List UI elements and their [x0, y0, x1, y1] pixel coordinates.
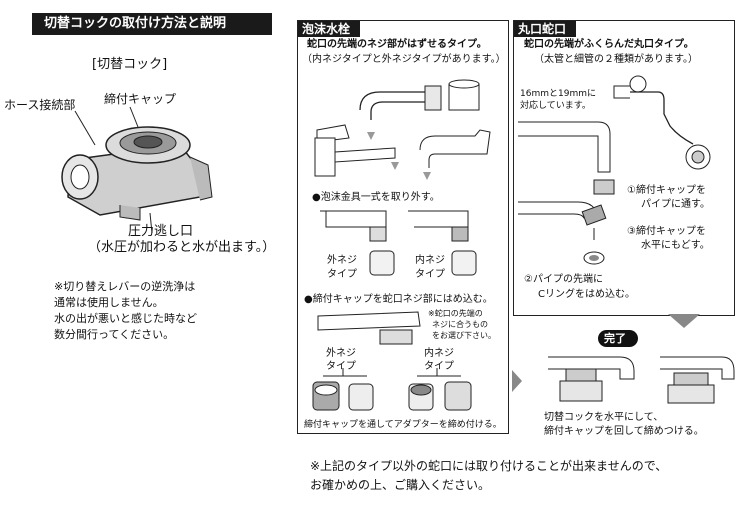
round-step3-a: ③締付キャップを [627, 226, 706, 237]
round-spout-panel: 丸口蛇口 [513, 20, 735, 316]
outer-thread-label-4: タイプ [326, 361, 356, 372]
foam-heading: 蛇口の先端のネジ部がはずせるタイプ。 [307, 39, 487, 50]
footer-note-2: お確かめの上、ご購入ください。 [310, 478, 491, 492]
label-pressure-relief: 圧力逃し口 [128, 224, 194, 239]
arrow-down-icon [668, 314, 700, 328]
inner-thread-label-1: 内ネジ [415, 255, 445, 266]
inner-thread-label-3: 内ネジ [424, 348, 454, 359]
round-size-1: 16mmと19mmに [520, 89, 596, 99]
foam-faucet-tag-label: 泡沫水栓 [302, 22, 351, 36]
arrow-right-icon [512, 370, 522, 392]
foam-note-2: ネジに合うもの [432, 320, 488, 329]
done-caption-1: 切替コックを水平にして、 [544, 412, 664, 423]
inner-thread-label-4: タイプ [424, 361, 454, 372]
outer-thread-label-2: タイプ [327, 269, 357, 280]
foam-note-3: をお選び下さい。 [432, 331, 496, 340]
outer-thread-label-1: 外ネジ [327, 255, 357, 266]
foam-step-remove: ●泡沫金具一式を取り外す。 [312, 192, 440, 203]
round-step3-b: 水平にもどす。 [641, 240, 710, 251]
round-spout-illustration [518, 75, 711, 265]
note-line: ※切り替えレバーの逆洗浄は [54, 280, 196, 293]
round-step1-b: パイプに通す。 [641, 199, 710, 210]
note-line: 通常は使用しません。 [54, 296, 164, 309]
done-caption-2: 締付キャップを回して締めつける。 [544, 426, 704, 437]
label-pressure-relief-note: （水圧が加わると水が出ます。） [88, 240, 276, 255]
inner-thread-label-2: タイプ [415, 269, 445, 280]
foam-caption: 締付キャップを通してアダプターを締め付ける。 [304, 420, 502, 430]
round-size-2: 対応しています。 [520, 101, 591, 111]
backwash-note: ※切り替えレバーの逆洗浄は 通常は使用しません。 水の出が悪いと感じた時など 数… [54, 279, 197, 343]
adapter-parts-illustration [312, 368, 472, 411]
footer-note-1: ※上記のタイプ以外の蛇口には取り付けることが出来ませんので、 [310, 459, 668, 473]
foam-note-1: ※蛇口の先端の [428, 309, 483, 318]
round-subheading: （太管と細管の２種類があります。） [534, 54, 698, 65]
label-hose-connector: ホース接続部 [4, 98, 76, 112]
round-step1-a: ①締付キャップを [627, 185, 706, 196]
foam-faucet-tag: 泡沫水栓 [298, 21, 360, 37]
foam-faucets-illustration [314, 79, 491, 180]
note-line: 水の出が悪いと感じた時など [54, 312, 197, 325]
round-heading: 蛇口の先端がふくらんだ丸口タイプ。 [524, 39, 694, 50]
note-line: 数分間行ってください。 [54, 328, 175, 341]
foam-subheading: （内ネジタイプと外ネジタイプがあります。） [302, 54, 506, 65]
diagram-subtitle: [切替コック] [92, 57, 168, 72]
switch-cock-illustration [61, 106, 213, 234]
page-title: 切替コックの取付け方法と説明 [44, 16, 227, 31]
done-badge: 完了 [598, 330, 638, 347]
round-spout-tag-label: 丸口蛇口 [518, 22, 567, 36]
round-step2-b: Cリングをはめ込む。 [538, 289, 635, 300]
foam-fit-illustration [317, 311, 421, 345]
outer-thread-label-3: 外ネジ [326, 348, 356, 359]
foam-thread-types [320, 210, 477, 276]
foam-step-fit-cap: ●締付キャップを蛇口ネジ部にはめ込む。 [304, 294, 493, 305]
completed-assembly-illustration [548, 356, 735, 404]
foam-faucet-panel: 泡沫水栓 [297, 20, 509, 434]
label-tightening-cap: 締付キャップ [104, 92, 177, 106]
done-badge-label: 完了 [604, 332, 626, 345]
page-title-bar: 切替コックの取付け方法と説明 [32, 13, 272, 35]
round-spout-tag: 丸口蛇口 [514, 21, 576, 37]
round-step2-a: ②パイプの先端に [524, 274, 603, 285]
